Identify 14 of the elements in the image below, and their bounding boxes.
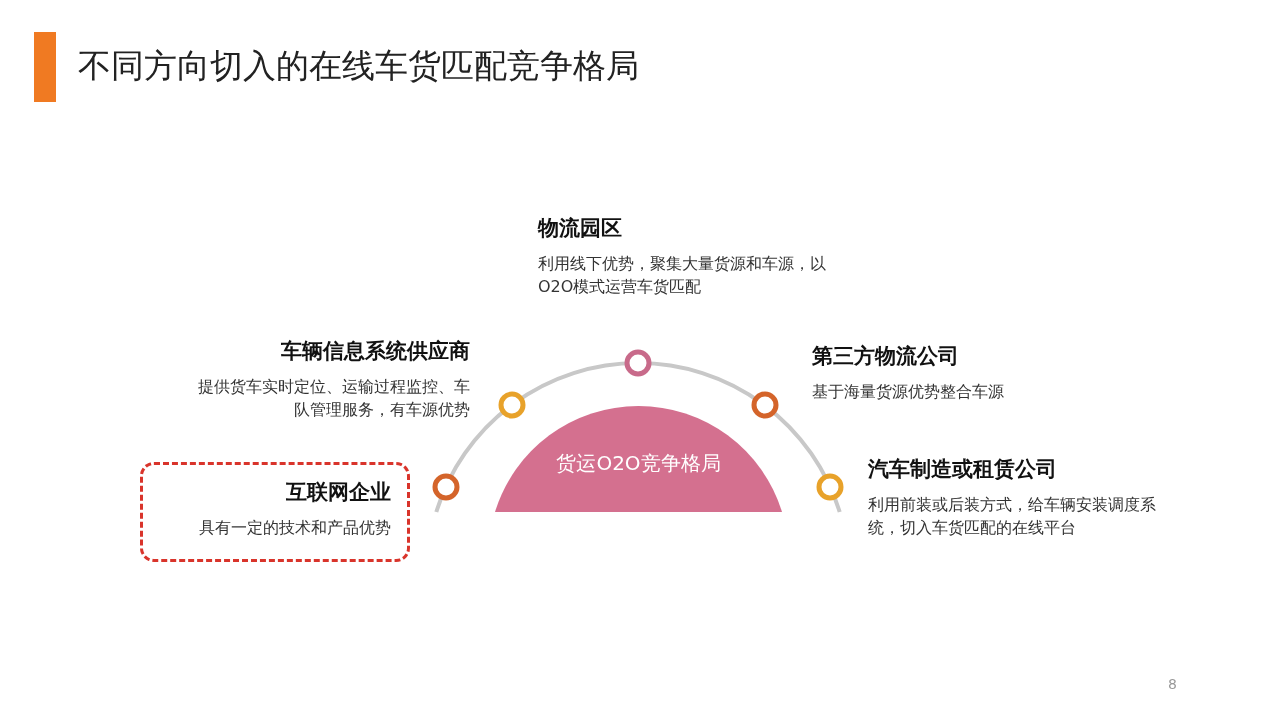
center-label: 货运O2O竞争格局 <box>555 450 722 477</box>
node-description: 利用前装或后装方式，给车辆安装调度系统，切入车货匹配的在线平台 <box>868 494 1157 540</box>
node-heading: 第三方物流公司 <box>812 343 960 370</box>
page-number: 8 <box>1168 676 1177 692</box>
node-heading: 互联网企业 <box>285 479 391 506</box>
node-description: 提供货车实时定位、运输过程监控、车队管理服务，有车源优势 <box>197 376 470 422</box>
title: 不同方向切入的在线车货匹配竞争格局 <box>78 45 639 87</box>
node-heading: 车辆信息系统供应商 <box>280 338 470 365</box>
node-heading: 物流园区 <box>538 215 623 242</box>
node-description: 基于海量货源优势整合车源 <box>812 381 1005 404</box>
dashed-callout-box <box>140 462 410 562</box>
node-heading: 汽车制造或租赁公司 <box>868 456 1058 483</box>
node-description: 具有一定的技术和产品优势 <box>198 517 391 540</box>
node-description: 利用线下优势，聚集大量货源和车源，以O2O模式运营车货匹配 <box>538 253 827 299</box>
